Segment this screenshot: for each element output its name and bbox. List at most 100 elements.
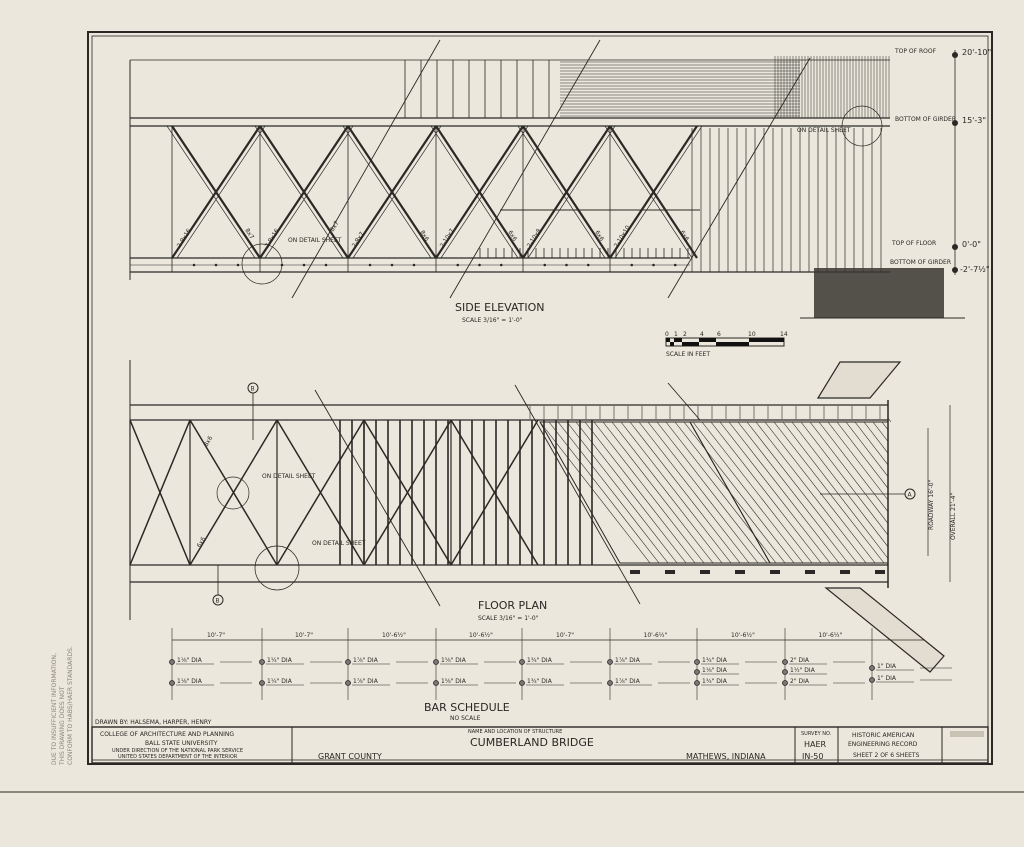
member-label: 6x6 [593, 229, 605, 242]
bar-spacing-label: 10'-6½" [644, 632, 668, 639]
college: COLLEGE OF ARCHITECTURE AND PLANNING [100, 731, 234, 738]
bar-schedule-subtitle: NO SCALE [450, 715, 481, 722]
svg-text:CONFORM TO HABS/HAER STANDARDS: CONFORM TO HABS/HAER STANDARDS. [67, 646, 74, 765]
deck-plank [629, 421, 741, 564]
svg-text:A: A [908, 492, 913, 499]
member-label: 6x6 [506, 229, 518, 242]
bearing-plate [840, 570, 850, 574]
bar-size-label: 1" DIA [877, 675, 897, 682]
bearing-plate [805, 570, 815, 574]
bar-size-label: 1⅞" DIA [615, 657, 641, 664]
bar-size-label: 1⅞" DIA [353, 657, 379, 664]
location: MATHEWS, INDIANA [686, 752, 766, 761]
wing-wall [824, 587, 945, 673]
direction-line-2: UNITED STATES DEPARTMENT OF THE INTERIOR [118, 754, 238, 760]
bar-size-label: 1¾" DIA [527, 657, 553, 664]
bar-symbol [694, 680, 700, 686]
bolt [543, 263, 547, 267]
graphic-scale-bar: 0 1 2 4 6 10 14 SCALE IN FEET [665, 331, 788, 358]
truss-diagonal [435, 125, 524, 259]
deck-plank [575, 421, 687, 564]
deck-plank [764, 421, 876, 564]
bar-symbol [607, 680, 613, 686]
bar-symbol [694, 669, 700, 675]
bolt [586, 263, 590, 267]
bar-spacing-label: 10'-6½" [469, 632, 493, 639]
scale-bar-segment [749, 338, 784, 342]
deck-plank [701, 421, 813, 564]
deck-plank [665, 421, 777, 564]
bolt [236, 263, 240, 267]
level-name: BOTTOM OF GIRDER [895, 116, 956, 123]
bar-spacing-label: 10'-7" [556, 632, 574, 639]
name-location-label: NAME AND LOCATION OF STRUCTURE [468, 729, 562, 735]
bar-symbol [169, 659, 175, 665]
deck-plank [611, 421, 723, 564]
bolt [368, 263, 372, 267]
deck-plank [548, 421, 660, 564]
bar-size-label: 1⅞" DIA [615, 678, 641, 685]
scale-bar-segment [674, 338, 682, 342]
level-name: TOP OF ROOF [894, 48, 937, 55]
bolt [324, 263, 328, 267]
truss-diagonal [254, 125, 344, 259]
deck-plank [746, 421, 858, 564]
bar-schedule-title: BAR SCHEDULE [424, 701, 510, 714]
section-cut-line [449, 39, 601, 299]
truss-diagonal [604, 125, 693, 259]
truss-diagonal [171, 125, 261, 259]
title-block: COLLEGE OF ARCHITECTURE AND PLANNING BAL… [91, 726, 989, 764]
bolt [192, 263, 196, 267]
section-cut-line [667, 382, 701, 421]
bolt [390, 263, 394, 267]
bar-size-label: 1½" DIA [790, 667, 816, 674]
bar-spacing-label: 10'-7" [207, 632, 225, 639]
deck-plank [809, 421, 889, 524]
level-name: BOTTOM OF GIRDER [890, 259, 951, 266]
deck-plank [566, 421, 678, 564]
bar-symbol [869, 665, 875, 671]
sheet-border [87, 31, 993, 765]
truss-diagonal [517, 125, 606, 259]
svg-text:B: B [216, 598, 220, 605]
truss-diagonal [264, 125, 354, 259]
scale-bar-segment [666, 338, 670, 342]
bar-size-label: 1⅛" DIA [177, 657, 203, 664]
section-marker-a: A [904, 488, 916, 500]
detail-circle [254, 545, 300, 591]
bar-symbol [345, 659, 351, 665]
lateral-diagonal [276, 419, 365, 566]
side-elevation-scale: SCALE 3/16" = 1'-0" [462, 317, 523, 324]
detail-note: ON DETAIL SHEET [262, 473, 316, 480]
wing-wall [816, 361, 902, 399]
deck-plank [854, 421, 889, 466]
scale-bar-segment [670, 342, 674, 346]
scale-tick: 6 [717, 331, 721, 338]
bearing-plate [630, 570, 640, 574]
svg-text:THIS DRAWING DOES NOT: THIS DRAWING DOES NOT [59, 686, 66, 766]
truss-diagonal [522, 125, 611, 259]
bar-size-label: 1⅞" DIA [353, 678, 379, 685]
deck-plank [656, 421, 768, 564]
deck-plank [782, 421, 889, 559]
bar-symbol [259, 680, 265, 686]
bolt [214, 263, 218, 267]
scale-tick: 14 [780, 331, 788, 338]
survey-number: IN-50 [802, 752, 823, 761]
bar-symbol [519, 680, 525, 686]
bar-size-label: 1¾" DIA [702, 657, 728, 664]
bar-size-label: 2" DIA [790, 657, 810, 664]
bar-symbol [519, 659, 525, 665]
bolt [478, 263, 481, 267]
bar-spacing-label: 10'-6½" [731, 632, 755, 639]
scale-tick: 1 [674, 331, 678, 338]
detail-circle [241, 243, 283, 285]
truss-diagonal [527, 125, 616, 259]
elevation-levels: TOP OF ROOF 20'-10" BOTTOM OF GIRDER 15'… [890, 48, 991, 274]
direction-line-1: UNDER DIRECTION OF THE NATIONAL PARK SER… [112, 748, 243, 754]
truss-diagonal [347, 125, 437, 259]
margin-note: DUE TO INSUFFICIENT INFORMATION, THIS DR… [51, 646, 74, 766]
bearing-plate [665, 570, 675, 574]
scale-tick: 10 [748, 331, 756, 338]
svg-text:DUE TO INSUFFICIENT INFORMATIO: DUE TO INSUFFICIENT INFORMATION, [51, 653, 58, 765]
